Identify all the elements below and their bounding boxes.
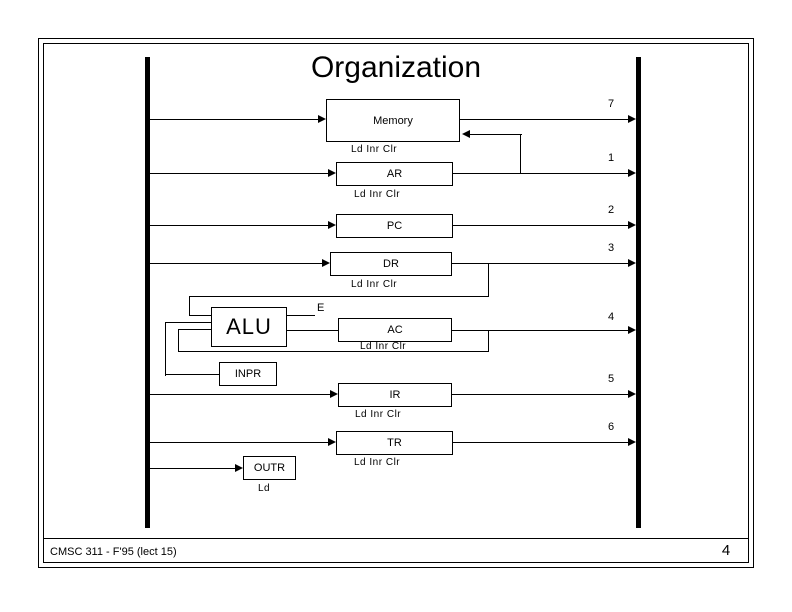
bus-number-6: 6 xyxy=(608,421,615,433)
ac-feedback-vertical-right xyxy=(488,330,490,352)
block-dr: DR xyxy=(330,252,452,276)
tr-output-arrowhead xyxy=(628,438,636,446)
block-ac-controls: Ld Inr Clr xyxy=(360,341,407,352)
ir-output-line xyxy=(452,394,628,396)
block-inpr-label: INPR xyxy=(234,368,262,380)
pc-input-arrowhead xyxy=(328,221,336,229)
ar-to-memory-feedback-vertical xyxy=(520,134,522,174)
outr-input-line xyxy=(150,468,235,470)
ar-input-line xyxy=(150,173,328,175)
dr-to-alu-horizontal xyxy=(189,296,489,298)
block-dr-controls: Ld Inr Clr xyxy=(351,279,398,290)
bus-number-2: 2 xyxy=(608,204,615,216)
memory-feedback-arrowhead xyxy=(462,130,470,138)
tr-input-arrowhead xyxy=(328,438,336,446)
ac-feedback-horizontal xyxy=(178,351,489,353)
tr-input-line xyxy=(150,442,328,444)
right-bus-bar xyxy=(636,57,641,528)
dr-to-alu-input-stub xyxy=(189,315,212,317)
block-ac-label: AC xyxy=(387,324,403,336)
ar-to-memory-feedback-horizontal xyxy=(470,134,522,136)
carry-flag-label: E xyxy=(317,302,325,314)
ir-output-arrowhead xyxy=(628,390,636,398)
block-memory-label: Memory xyxy=(373,114,413,127)
memory-output-line xyxy=(460,119,628,121)
block-ac: AC xyxy=(338,318,452,342)
ir-input-line xyxy=(150,394,330,396)
block-pc-label: PC xyxy=(386,220,403,232)
footer-page-number: 4 xyxy=(721,542,731,559)
block-ir-label: IR xyxy=(389,389,401,401)
bus-to-alu-vertical xyxy=(165,322,167,376)
block-alu-label: ALU xyxy=(226,314,272,339)
bus-number-5: 5 xyxy=(608,373,615,385)
block-outr-label: OUTR xyxy=(253,462,286,474)
dr-input-line xyxy=(150,263,322,265)
block-memory: Memory xyxy=(326,99,460,142)
ac-feedback-vertical-left xyxy=(178,329,180,352)
block-inpr: INPR xyxy=(219,362,277,386)
left-bus-bar xyxy=(145,57,150,528)
memory-input-arrowhead xyxy=(318,115,326,123)
block-dr-label: DR xyxy=(383,258,399,270)
memory-output-arrowhead xyxy=(628,115,636,123)
block-alu: ALU xyxy=(211,307,287,347)
bus-number-7: 7 xyxy=(608,98,615,110)
block-tr-label: TR xyxy=(387,437,402,449)
ir-input-arrowhead xyxy=(330,390,338,398)
pc-input-line xyxy=(150,225,328,227)
tr-output-line xyxy=(453,442,628,444)
block-ar: AR xyxy=(336,162,453,186)
alu-to-ac-line xyxy=(287,330,338,332)
ac-output-line xyxy=(452,330,628,332)
ar-output-line xyxy=(453,173,628,175)
block-ir-controls: Ld Inr Clr xyxy=(355,409,402,420)
bus-to-alu-stub xyxy=(165,322,212,324)
pc-output-line xyxy=(453,225,628,227)
block-pc: PC xyxy=(336,214,453,238)
dr-output-arrowhead xyxy=(628,259,636,267)
memory-input-line xyxy=(150,119,318,121)
block-ir: IR xyxy=(338,383,452,407)
inpr-to-alu-line xyxy=(165,374,219,376)
ac-feedback-to-alu-stub xyxy=(178,329,212,331)
block-memory-controls: Ld Inr Clr xyxy=(351,144,398,155)
dr-input-arrowhead xyxy=(322,259,330,267)
block-ar-label: AR xyxy=(386,168,403,180)
block-ar-controls: Ld Inr Clr xyxy=(354,189,401,200)
block-outr-controls: Ld xyxy=(258,483,271,494)
ar-input-arrowhead xyxy=(328,169,336,177)
bus-number-1: 1 xyxy=(608,152,615,164)
block-tr-controls: Ld Inr Clr xyxy=(354,457,401,468)
dr-to-alu-vertical-left xyxy=(189,296,191,316)
footer-divider xyxy=(44,538,748,539)
dr-to-alu-vertical-right xyxy=(488,263,490,297)
pc-output-arrowhead xyxy=(628,221,636,229)
bus-number-4: 4 xyxy=(608,311,615,323)
ac-output-arrowhead xyxy=(628,326,636,334)
outr-input-arrowhead xyxy=(235,464,243,472)
page-title: Organization xyxy=(310,51,482,84)
ar-output-arrowhead xyxy=(628,169,636,177)
block-tr: TR xyxy=(336,431,453,455)
block-outr: OUTR xyxy=(243,456,296,480)
footer-course-label: CMSC 311 - F'95 (lect 15) xyxy=(50,546,177,558)
alu-carry-output-line xyxy=(287,315,315,317)
dr-output-line xyxy=(452,263,628,265)
bus-number-3: 3 xyxy=(608,242,615,254)
